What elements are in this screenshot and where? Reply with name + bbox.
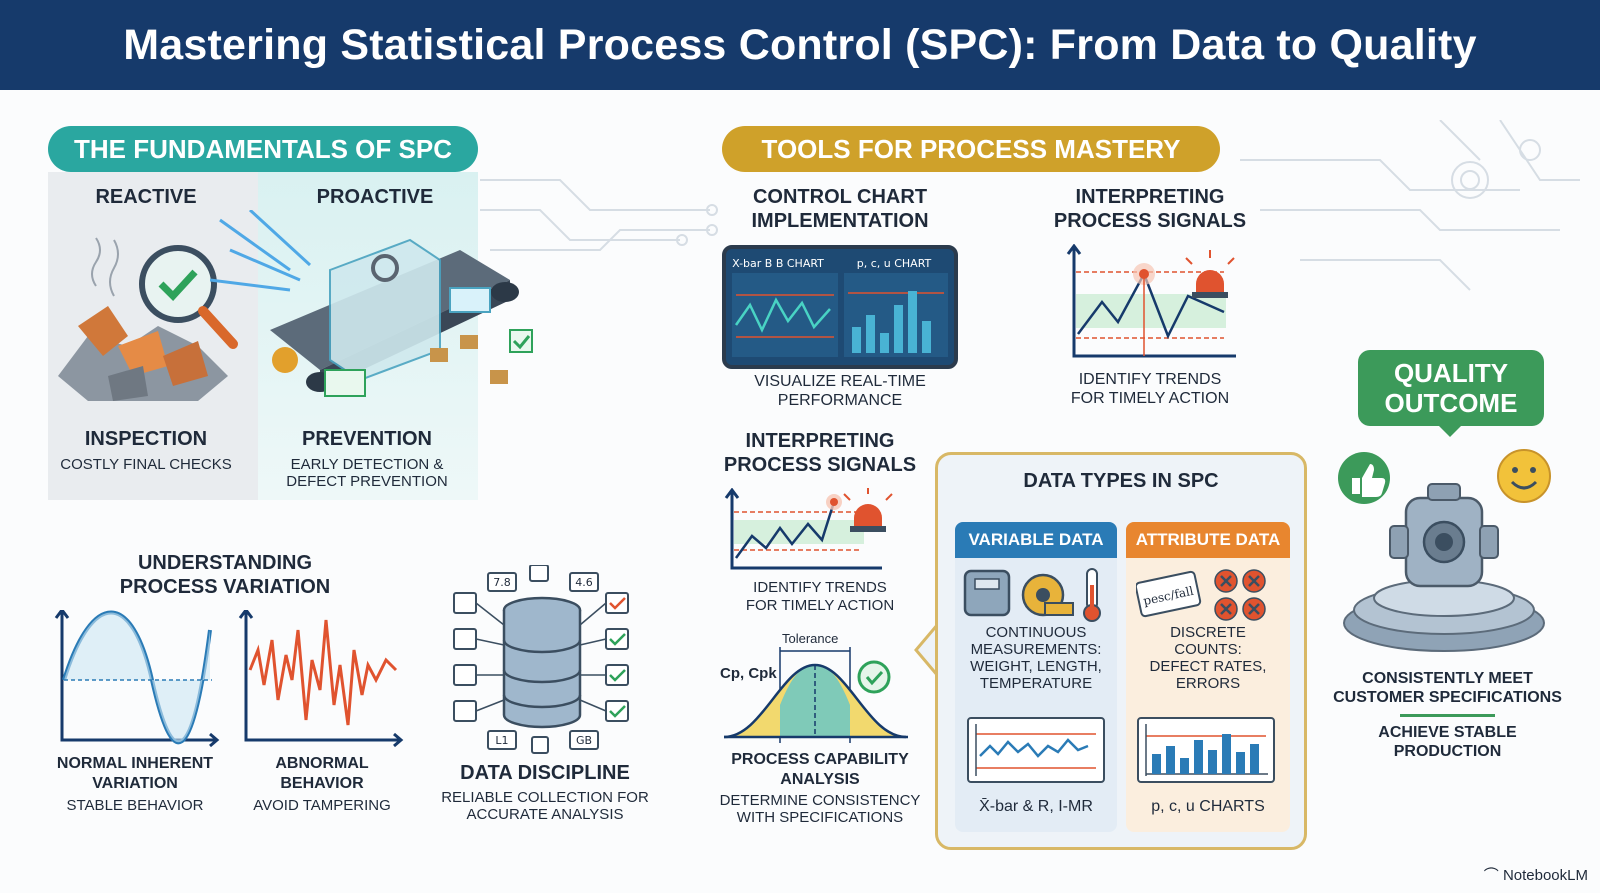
tag-3: L1 — [495, 734, 508, 747]
variable-chart-label: X̄-bar & R, I-MR — [979, 798, 1093, 815]
smiley-icon — [1497, 449, 1551, 503]
magnifier-icon — [139, 245, 217, 323]
signals-mid-desc-2: FOR TIMELY ACTION — [745, 597, 895, 614]
tag-2: 4.6 — [575, 576, 593, 589]
signals-mid-title-2: PROCESS SIGNALS — [723, 454, 917, 476]
discipline-desc-2: ACCURATE ANALYSIS — [466, 806, 624, 823]
capability-title-2: ANALYSIS — [780, 771, 860, 788]
signals-mid-title-1: INTERPRETING — [745, 430, 895, 452]
abnormal-behavior-chart — [238, 610, 404, 748]
quality-desc-3: ACHIEVE STABLE — [1378, 724, 1517, 741]
tolerance-label: Tolerance — [782, 631, 839, 646]
chart-a-label: X-bar B B CHART — [732, 257, 824, 270]
control-chart-desc-2: PERFORMANCE — [777, 392, 903, 409]
signals-top-desc-2: FOR TIMELY ACTION — [1070, 390, 1230, 407]
gear-small-icon — [272, 347, 298, 373]
signals-top-title-1: INTERPRETING — [1075, 186, 1225, 208]
quality-divider — [1400, 714, 1495, 717]
notebooklm-branding: ⌒ NotebookLM — [1484, 864, 1588, 885]
prevention-title: PREVENTION — [301, 428, 433, 450]
defect-rubble-icon — [58, 237, 238, 401]
attribute-desc-2: COUNTS: — [1174, 641, 1242, 658]
normal-title-2: VARIATION — [92, 775, 178, 792]
variable-data-heading: VARIABLE DATA — [955, 522, 1117, 558]
attribute-desc-4: ERRORS — [1175, 675, 1241, 692]
page-title: Mastering Statistical Process Control (S… — [0, 0, 1600, 90]
normal-title-1: NORMAL INHERENT — [56, 755, 214, 772]
quality-desc-4: PRODUCTION — [1393, 743, 1502, 760]
proactive-label: PROACTIVE — [316, 186, 434, 208]
gear-icon — [371, 254, 399, 282]
cp-cpk-label: Cp, Cpk — [720, 665, 777, 682]
conveyor-machine-icon — [210, 210, 533, 397]
capability-desc-1: DETERMINE CONSISTENCY — [719, 792, 921, 809]
attribute-data-heading: ATTRIBUTE DATA — [1126, 522, 1290, 558]
callout-pointer — [914, 623, 940, 677]
abnormal-desc: AVOID TAMPERING — [253, 797, 391, 814]
discipline-title: DATA DISCIPLINE — [460, 762, 630, 784]
variation-title-1: UNDERSTANDING — [137, 552, 313, 574]
stamp-icon — [1136, 570, 1202, 618]
chart-b-label: p, c, u CHART — [857, 257, 932, 270]
signals-mid-desc-1: IDENTIFY TRENDS — [753, 579, 887, 596]
capability-desc-2: WITH SPECIFICATIONS — [736, 809, 904, 826]
inspection-desc: COSTLY FINAL CHECKS — [60, 456, 232, 473]
attribute-desc-3: DEFECT RATES, — [1149, 658, 1267, 675]
check-icon — [857, 660, 891, 694]
tools-heading: TOOLS FOR PROCESS MASTERY — [722, 126, 1220, 172]
variation-title-2: PROCESS VARIATION — [119, 576, 331, 598]
capability-bell-curve — [723, 647, 908, 743]
data-types-title: DATA TYPES IN SPC — [1023, 470, 1219, 492]
notebooklm-text: NotebookLM — [1502, 867, 1588, 884]
defect-icons: pesc/fall — [1136, 569, 1266, 621]
control-chart-desc-1: VISUALIZE REAL-TIME — [754, 373, 926, 390]
variable-desc-2: MEASUREMENTS: — [970, 641, 1102, 658]
reactive-label: REACTIVE — [95, 186, 197, 208]
control-chart-title-1: CONTROL CHART — [752, 186, 928, 208]
normal-desc: STABLE BEHAVIOR — [66, 797, 204, 814]
tag-4: GB — [576, 734, 592, 747]
variable-desc-1: CONTINUOUS — [985, 624, 1087, 641]
quality-desc-2: CUSTOMER SPECIFICATIONS — [1333, 689, 1562, 706]
attribute-chart-label: p, c, u CHARTS — [1151, 798, 1265, 815]
alarm-light-icon — [1196, 270, 1224, 292]
circuit-decoration-right — [1240, 120, 1580, 291]
signals-top-desc-1: IDENTIFY TRENDS — [1078, 371, 1222, 388]
quality-desc-1: CONSISTENTLY MEET — [1362, 670, 1533, 687]
inspection-title: INSPECTION — [84, 428, 208, 450]
control-chart-monitor: X-bar B B CHART p, c, u CHART — [722, 245, 958, 369]
signals-mid-chart — [724, 488, 893, 570]
measurement-icons — [963, 568, 1101, 622]
database-icon: 7.8 4.6 L1 GB — [453, 565, 629, 754]
attribute-desc-1: DISCRETE — [1170, 624, 1246, 641]
fundamentals-heading: THE FUNDAMENTALS OF SPC — [48, 126, 478, 172]
discipline-desc-1: RELIABLE COLLECTION FOR — [441, 789, 649, 806]
quality-badge-line-1: QUALITY — [1393, 358, 1509, 388]
variable-chart-icon — [967, 717, 1105, 783]
scale-icon — [963, 569, 1011, 617]
capability-title-1: PROCESS CAPABILITY — [731, 751, 909, 768]
variable-desc-3: WEIGHT, LENGTH, — [970, 658, 1102, 675]
signals-top-title-2: PROCESS SIGNALS — [1053, 210, 1247, 232]
badge-pointer — [1438, 425, 1462, 437]
abnormal-title-1: ABNORMAL — [275, 755, 369, 772]
quality-part-pedestal — [1338, 449, 1551, 652]
abnormal-title-2: BEHAVIOR — [280, 775, 364, 792]
notebooklm-logo-icon: ⌒ — [1483, 867, 1499, 884]
quality-outcome-badge: QUALITY OUTCOME — [1358, 350, 1544, 426]
quality-badge-line-2: OUTCOME — [1384, 388, 1518, 418]
signals-top-chart — [1066, 244, 1236, 358]
tag-1: 7.8 — [493, 576, 511, 589]
prevention-desc-1: EARLY DETECTION & — [290, 456, 444, 473]
variable-desc-4: TEMPERATURE — [979, 675, 1093, 692]
control-chart-title-2: IMPLEMENTATION — [751, 210, 929, 232]
prevention-desc-2: DEFECT PREVENTION — [286, 473, 448, 490]
attribute-chart-icon — [1137, 717, 1275, 783]
circuit-decoration-left — [480, 179, 718, 251]
alarm-light-icon-2 — [854, 504, 882, 526]
normal-variation-chart — [54, 610, 220, 748]
